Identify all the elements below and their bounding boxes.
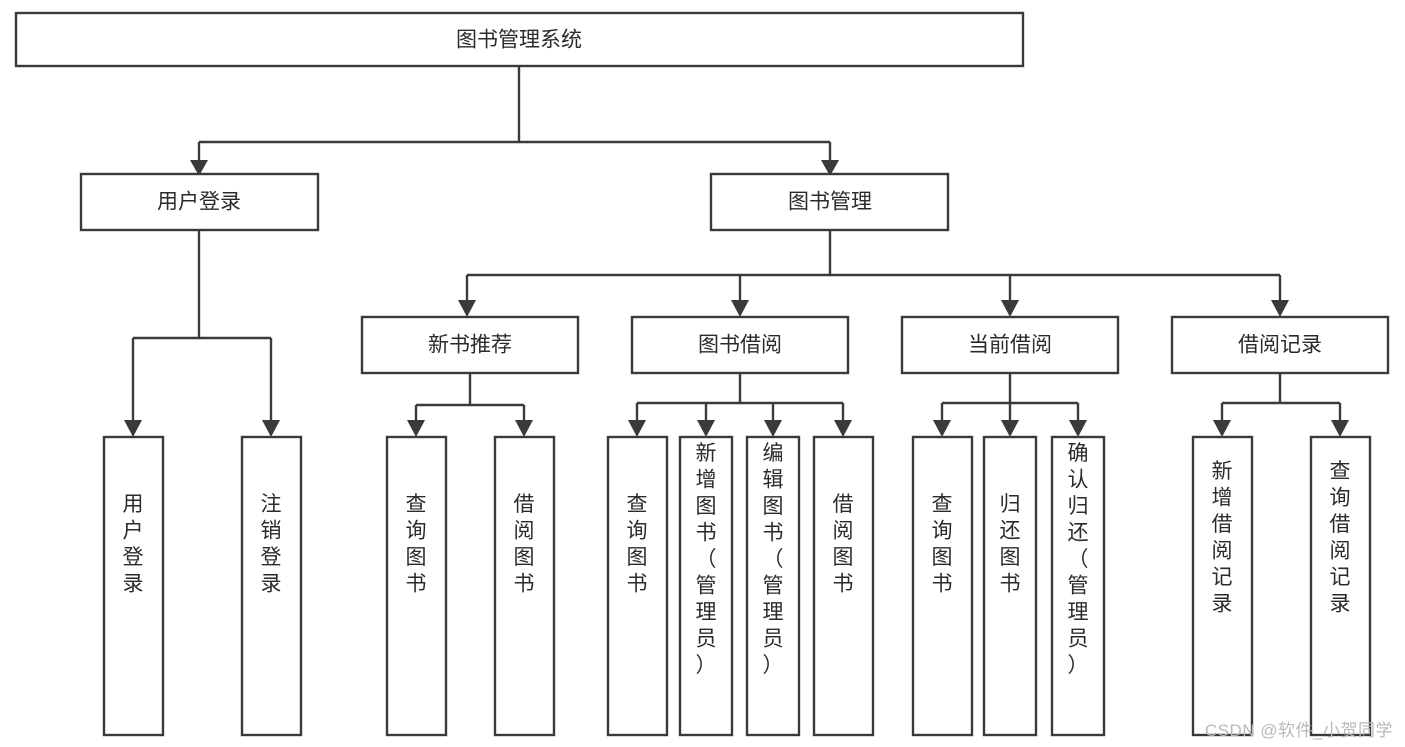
node-box-leaf-logout[interactable] — [240, 435, 303, 737]
node-box-leaf-borrow-book-2[interactable] — [812, 435, 875, 737]
node-label-leaf-query-book-2: 查询图书 — [627, 493, 648, 596]
connector-current-borrow-to-leaves — [933, 373, 1087, 437]
node-leaf-add-record[interactable]: 新增借阅记录 — [1191, 435, 1254, 737]
node-box-leaf-query-record[interactable] — [1309, 435, 1372, 737]
node-leaf-return-book[interactable]: 归还图书 — [982, 435, 1038, 737]
connector-root-to-level2 — [190, 66, 839, 176]
node-label-book-borrow: 图书借阅 — [698, 334, 782, 357]
node-leaf-borrow-book-1[interactable]: 借阅图书 — [493, 435, 556, 737]
node-box-leaf-confirm-return[interactable] — [1050, 435, 1106, 737]
node-label-leaf-user-login: 用户登录 — [123, 493, 144, 596]
node-label-current-borrow: 当前借阅 — [968, 334, 1052, 357]
node-label-leaf-edit-book: 编辑图书（管理员） — [763, 442, 784, 677]
connector-layer — [124, 66, 1349, 437]
node-label-new-book-rec: 新书推荐 — [428, 334, 512, 357]
node-box-user-login[interactable] — [79, 172, 320, 232]
node-label-borrow-record: 借阅记录 — [1238, 334, 1322, 357]
node-user-login[interactable]: 用户登录 — [79, 172, 320, 232]
node-label-leaf-query-book-1: 查询图书 — [406, 493, 427, 596]
connector-book-manage-to-level3 — [458, 230, 1289, 317]
node-leaf-logout[interactable]: 注销登录 — [240, 435, 303, 737]
node-box-book-manage[interactable] — [709, 172, 950, 232]
node-label-root: 图书管理系统 — [456, 29, 582, 52]
node-box-root[interactable] — [14, 11, 1025, 68]
node-borrow-record[interactable]: 借阅记录 — [1170, 315, 1390, 375]
node-box-new-book-rec[interactable] — [360, 315, 580, 375]
node-leaf-query-book-3[interactable]: 查询图书 — [911, 435, 974, 737]
node-box-leaf-add-record[interactable] — [1191, 435, 1254, 737]
node-label-leaf-query-book-3: 查询图书 — [932, 493, 953, 596]
node-leaf-borrow-book-2[interactable]: 借阅图书 — [812, 435, 875, 737]
node-box-leaf-add-book[interactable] — [678, 435, 734, 737]
node-label-leaf-logout: 注销登录 — [261, 493, 282, 596]
connector-user-login-to-leaves — [124, 230, 280, 437]
node-book-borrow[interactable]: 图书借阅 — [630, 315, 850, 375]
node-label-leaf-query-record: 查询借阅记录 — [1330, 460, 1351, 616]
connector-book-borrow-to-leaves — [628, 373, 852, 437]
node-label-leaf-borrow-book-1: 借阅图书 — [514, 493, 535, 596]
csdn-watermark: CSDN @软件_小贺同学 — [1204, 721, 1393, 740]
node-leaf-query-book-1[interactable]: 查询图书 — [385, 435, 448, 737]
node-box-leaf-query-book-1[interactable] — [385, 435, 448, 737]
node-box-leaf-query-book-3[interactable] — [911, 435, 974, 737]
node-box-leaf-return-book[interactable] — [982, 435, 1038, 737]
node-label-leaf-return-book: 归还图书 — [1000, 493, 1021, 596]
connector-new-book-rec-to-leaves — [407, 373, 533, 437]
node-box-leaf-edit-book[interactable] — [745, 435, 801, 737]
node-leaf-query-book-2[interactable]: 查询图书 — [606, 435, 669, 737]
node-leaf-query-record[interactable]: 查询借阅记录 — [1309, 435, 1372, 737]
node-label-leaf-borrow-book-2: 借阅图书 — [833, 493, 854, 596]
node-new-book-rec[interactable]: 新书推荐 — [360, 315, 580, 375]
node-book-manage[interactable]: 图书管理 — [709, 172, 950, 232]
node-current-borrow[interactable]: 当前借阅 — [900, 315, 1120, 375]
node-label-leaf-add-book: 新增图书（管理员） — [696, 442, 717, 677]
node-box-current-borrow[interactable] — [900, 315, 1120, 375]
node-label-leaf-add-record: 新增借阅记录 — [1212, 460, 1233, 616]
node-leaf-edit-book[interactable]: 编辑图书（管理员） — [745, 435, 801, 737]
node-label-leaf-confirm-return: 确认归还（管理员） — [1068, 442, 1089, 677]
node-label-user-login: 用户登录 — [157, 191, 241, 214]
node-box-book-borrow[interactable] — [630, 315, 850, 375]
node-box-borrow-record[interactable] — [1170, 315, 1390, 375]
node-root[interactable]: 图书管理系统 — [14, 11, 1025, 68]
node-leaf-confirm-return[interactable]: 确认归还（管理员） — [1050, 435, 1106, 737]
node-leaf-user-login[interactable]: 用户登录 — [102, 435, 165, 737]
connector-borrow-record-to-leaves — [1213, 373, 1349, 437]
node-box-leaf-user-login[interactable] — [102, 435, 165, 737]
node-leaf-add-book[interactable]: 新增图书（管理员） — [678, 435, 734, 737]
node-box-leaf-borrow-book-1[interactable] — [493, 435, 556, 737]
node-label-book-manage: 图书管理 — [788, 191, 872, 214]
node-box-leaf-query-book-2[interactable] — [606, 435, 669, 737]
